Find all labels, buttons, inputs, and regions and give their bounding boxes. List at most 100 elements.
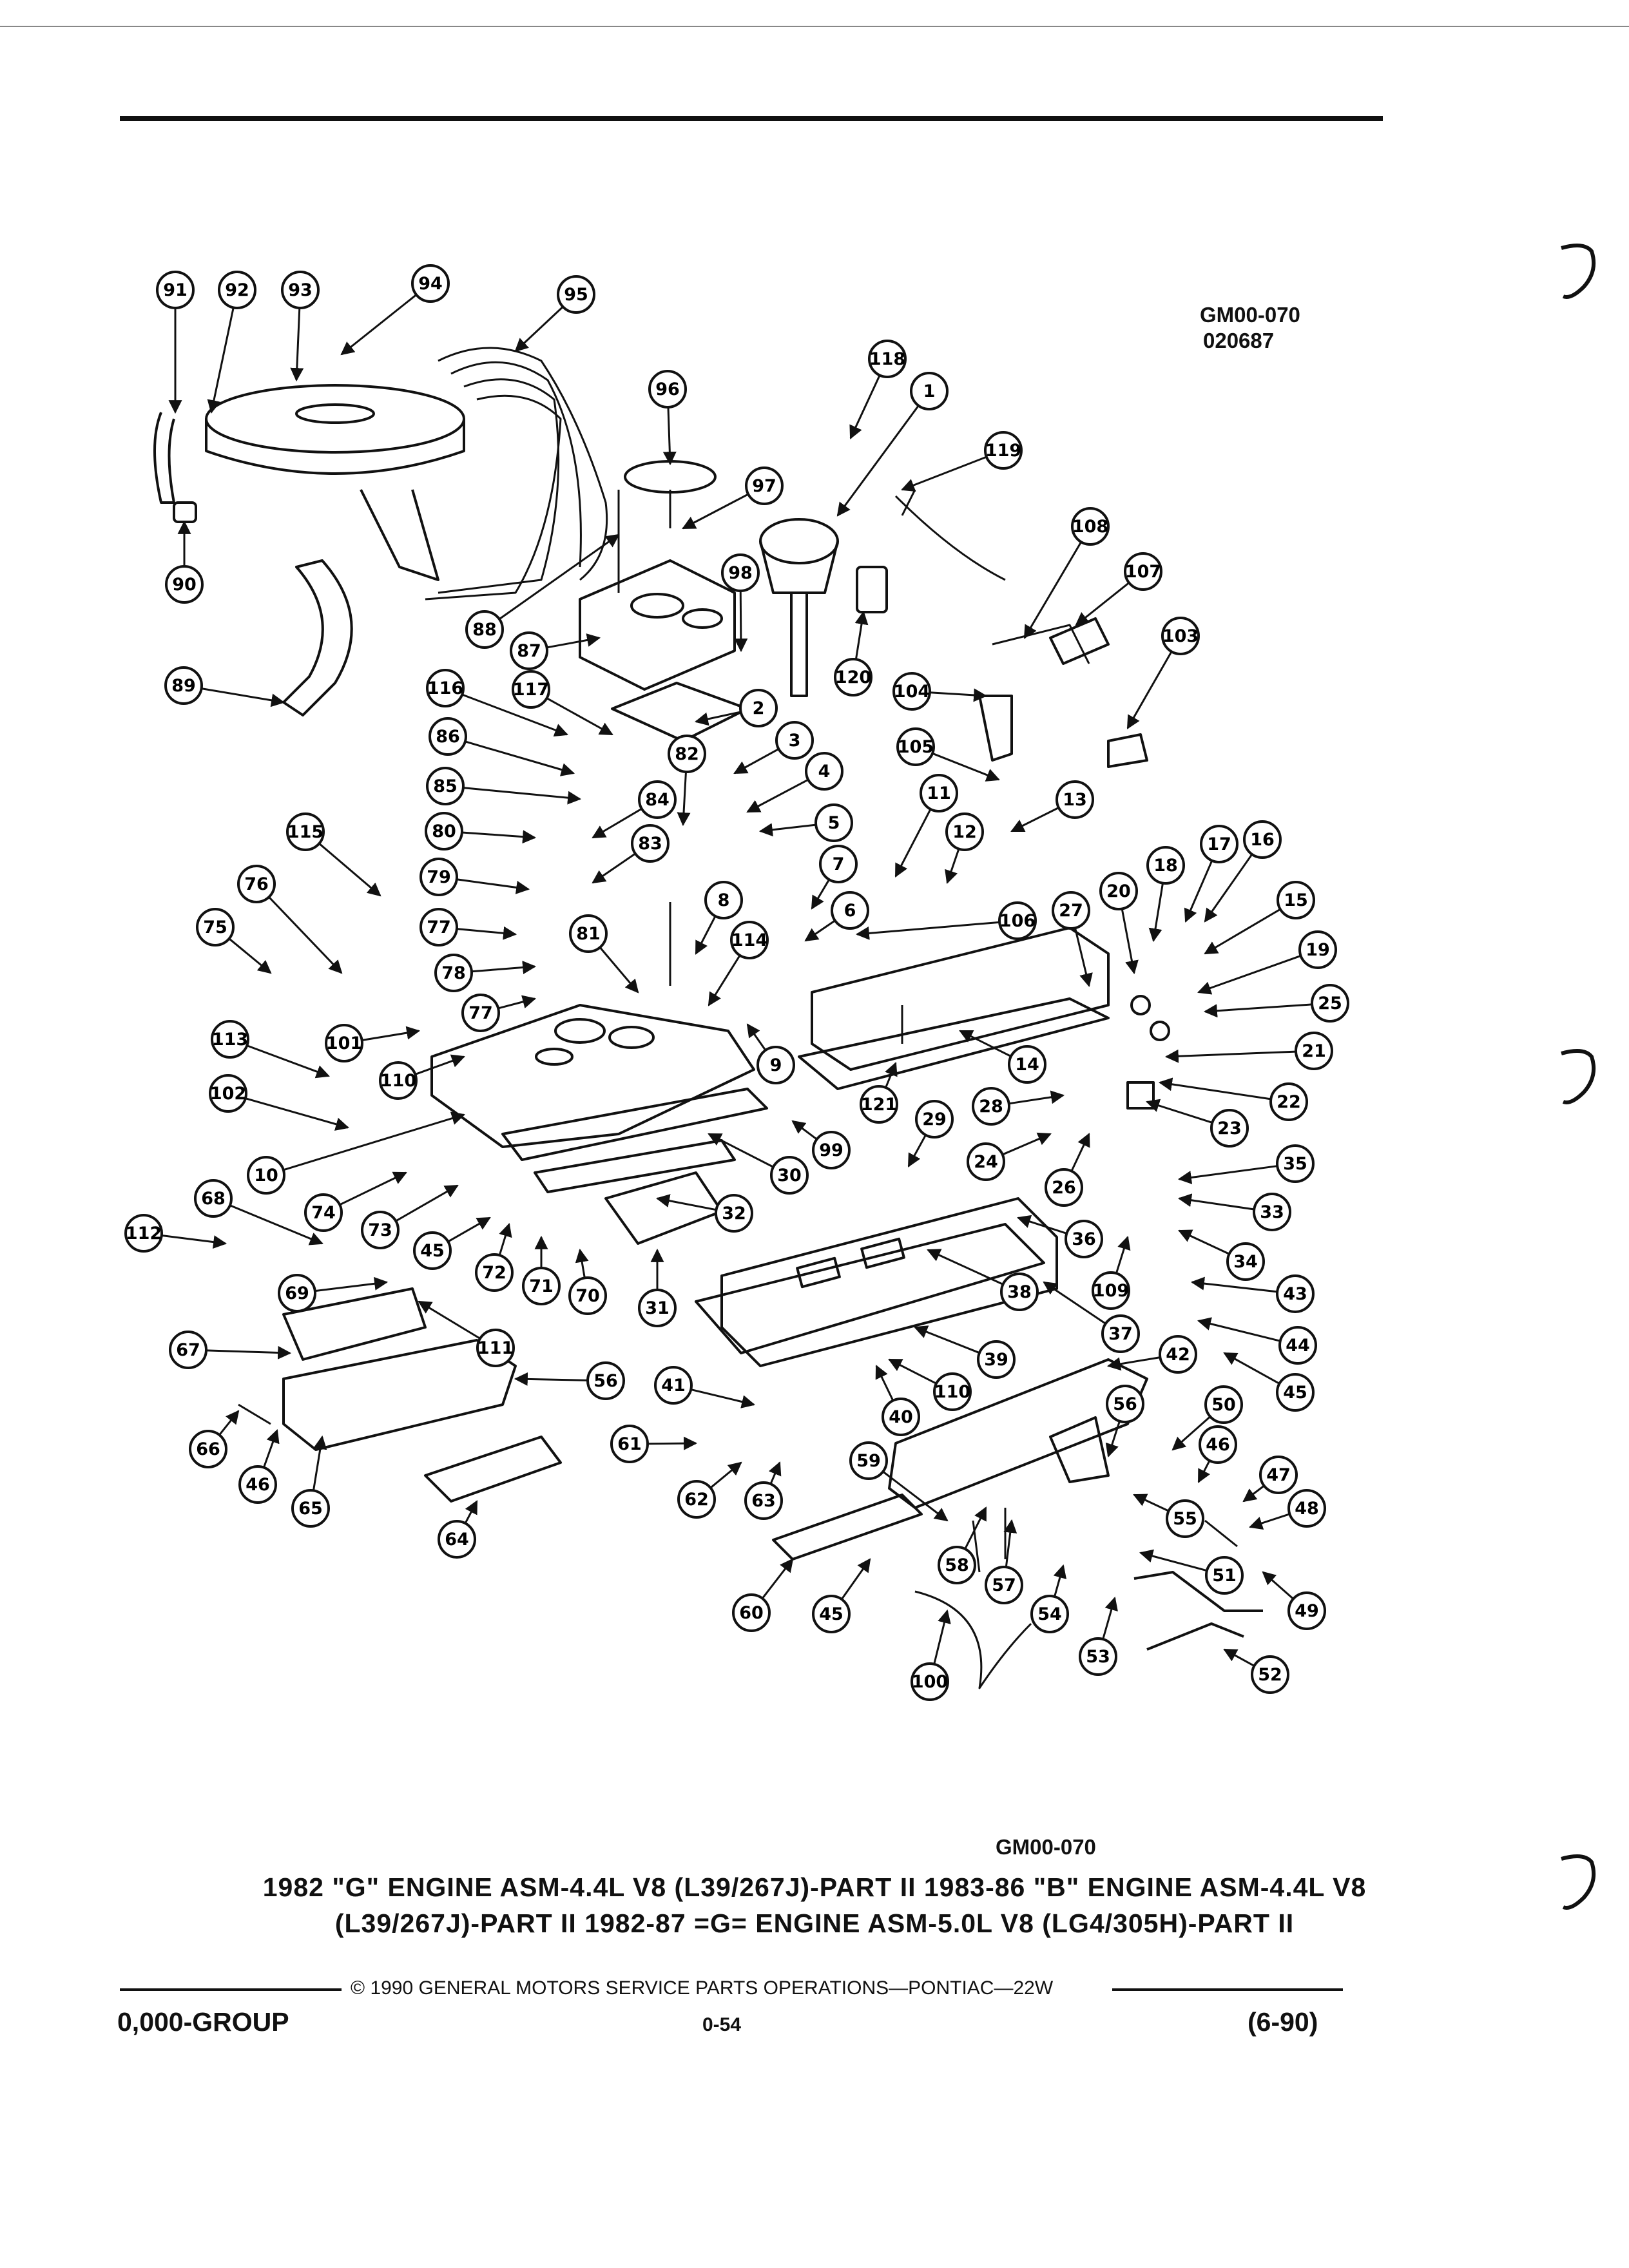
callout-circle xyxy=(882,1398,920,1436)
callout-60: 60 xyxy=(732,1593,771,1632)
callout-circle xyxy=(510,631,548,670)
callout-circle xyxy=(910,372,949,410)
callout-116: 116 xyxy=(426,669,465,707)
leader-line xyxy=(461,693,568,737)
callout-108: 108 xyxy=(1071,507,1110,546)
group-label: 0,000-GROUP xyxy=(117,2007,289,2037)
callout-40: 40 xyxy=(882,1398,920,1436)
leader-line xyxy=(875,1365,894,1401)
callout-circle xyxy=(677,1480,716,1519)
callout-120: 120 xyxy=(834,658,872,697)
callout-101: 101 xyxy=(325,1024,363,1062)
leader-line xyxy=(1074,927,1093,988)
callout-circle xyxy=(1071,507,1110,546)
callout-11: 11 xyxy=(920,774,958,812)
leader-line xyxy=(514,1372,588,1386)
leader-line xyxy=(1164,1049,1296,1063)
callout-number: 41 xyxy=(661,1376,686,1396)
egr-tube-shape xyxy=(1133,1571,1263,1651)
callout-circle xyxy=(419,908,458,947)
revision-date: (6-90) xyxy=(1248,2007,1318,2037)
callout-number: 115 xyxy=(287,822,323,842)
leader-line xyxy=(849,374,881,439)
leader-line xyxy=(207,307,235,414)
callout-circle xyxy=(967,1142,1005,1181)
leader-line xyxy=(959,1030,1012,1057)
callout-number: 45 xyxy=(819,1604,843,1624)
top-thin-rule xyxy=(0,26,1629,27)
leader-line xyxy=(901,456,987,492)
leader-line xyxy=(811,879,830,910)
callout-117: 117 xyxy=(512,670,550,709)
callout-circle xyxy=(1298,930,1337,969)
callout-number: 34 xyxy=(1233,1252,1258,1272)
callout-circle xyxy=(476,1329,515,1367)
callout-99: 99 xyxy=(812,1131,851,1169)
callout-66: 66 xyxy=(189,1430,227,1468)
carburetor-shape xyxy=(579,559,736,691)
callout-42: 42 xyxy=(1159,1335,1197,1374)
callout-number: 92 xyxy=(225,280,249,300)
callout-45: 45 xyxy=(413,1231,452,1270)
leader-line xyxy=(708,1133,774,1168)
leader-line xyxy=(498,1222,512,1256)
callout-circle xyxy=(610,1425,649,1463)
callout-24: 24 xyxy=(967,1142,1005,1181)
callout-56: 56 xyxy=(586,1361,625,1400)
leader-line xyxy=(268,896,343,974)
top-heavy-rule xyxy=(120,116,1383,121)
callout-61: 61 xyxy=(610,1425,649,1463)
distributor-shape xyxy=(759,518,839,697)
callout-1: 1 xyxy=(910,372,949,410)
callout-circle xyxy=(1243,820,1282,859)
leader-line xyxy=(734,590,748,653)
callout-number: 64 xyxy=(445,1530,469,1550)
callout-number: 74 xyxy=(311,1203,336,1223)
leader-line xyxy=(885,1062,898,1088)
callout-circle xyxy=(721,553,760,592)
callout-circle xyxy=(1159,1335,1197,1374)
callout-number: 90 xyxy=(172,575,197,595)
callout-13: 13 xyxy=(1055,780,1094,819)
leader-line xyxy=(682,493,749,530)
callout-circle xyxy=(631,824,670,863)
callout-number: 23 xyxy=(1217,1119,1242,1139)
leader-line xyxy=(464,1500,478,1524)
callout-number: 20 xyxy=(1106,881,1131,901)
callout-circle xyxy=(1295,1032,1333,1070)
callout-circle xyxy=(209,1074,247,1113)
leader-line xyxy=(206,1345,292,1360)
leader-line xyxy=(1262,1571,1294,1600)
callout-number: 76 xyxy=(244,874,269,894)
callout-number: 85 xyxy=(433,776,458,796)
callout-circle xyxy=(648,370,687,408)
callout-38: 38 xyxy=(1000,1273,1039,1311)
page-number: 0-54 xyxy=(702,2014,742,2035)
leader-line xyxy=(840,1558,871,1600)
leader-line xyxy=(1115,1235,1131,1274)
callout-45: 45 xyxy=(1276,1373,1315,1412)
callout-47: 47 xyxy=(1259,1456,1298,1494)
callout-91: 91 xyxy=(156,271,195,309)
callout-circle xyxy=(1055,780,1094,819)
leader-line xyxy=(1197,954,1302,995)
valve-cover-shape xyxy=(798,927,1110,1090)
callout-83: 83 xyxy=(631,824,670,863)
callout-number: 66 xyxy=(196,1439,220,1459)
callout-number: 46 xyxy=(246,1475,270,1495)
bracket-shape xyxy=(978,695,1013,762)
callout-circle xyxy=(419,858,458,896)
callout-72: 72 xyxy=(475,1253,514,1292)
callout-number: 82 xyxy=(675,744,699,764)
leader-line xyxy=(1017,1215,1067,1235)
callout-circle xyxy=(247,1156,285,1195)
callout-circle xyxy=(1079,1637,1117,1676)
callout-number: 110 xyxy=(934,1382,970,1402)
leader-line xyxy=(1148,883,1164,943)
callout-14: 14 xyxy=(1008,1045,1046,1084)
callout-circle xyxy=(1287,1591,1326,1630)
leader-line xyxy=(1184,860,1213,923)
callout-circle xyxy=(124,1214,163,1253)
callout-119: 119 xyxy=(984,431,1023,470)
callout-circle xyxy=(1045,1168,1083,1207)
